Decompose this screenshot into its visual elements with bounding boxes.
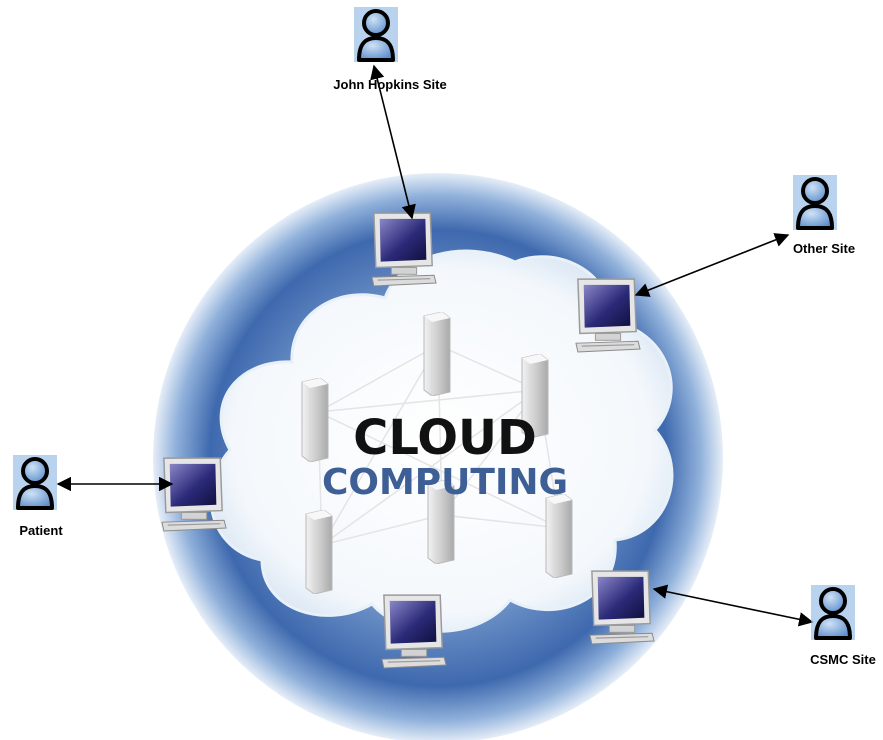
server-icon (423, 312, 451, 396)
connection-arrows (56, 64, 814, 627)
site-label-patient: Patient (19, 523, 63, 538)
person-icon (11, 453, 59, 512)
person-icon (791, 173, 839, 232)
arrow-other-site (634, 233, 790, 297)
server-icon (545, 494, 573, 578)
site-label-john-hopkins: John Hopkins Site (333, 77, 446, 92)
person-icon (352, 5, 400, 64)
cloud-title: CLOUD (353, 410, 537, 466)
cloud-subtitle: COMPUTING (322, 462, 568, 503)
server-icon (301, 378, 329, 462)
server-icon (305, 510, 333, 594)
person-icon (809, 583, 857, 642)
site-label-csmc: CSMC Site (810, 652, 876, 667)
arrow-john-hopkins (370, 64, 416, 220)
site-label-other: Other Site (793, 241, 855, 256)
arrow-csmc (652, 584, 814, 627)
